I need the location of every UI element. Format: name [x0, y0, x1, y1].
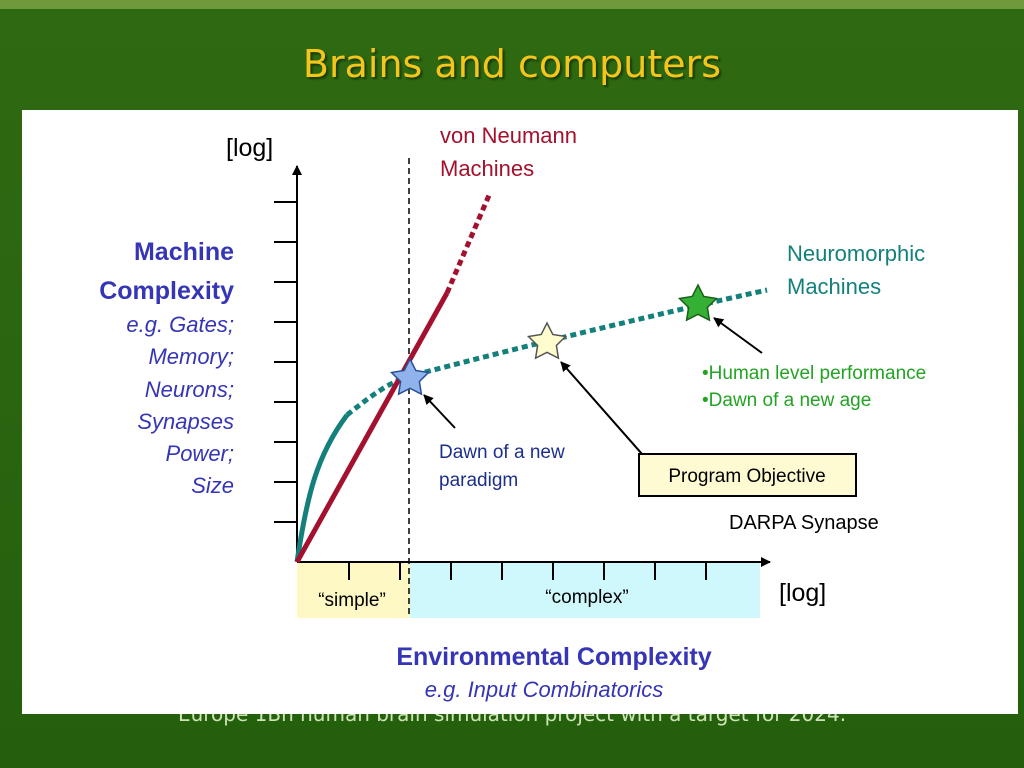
neuromorphic-curve-solid [294, 413, 350, 563]
x-axis-title: Environmental Complexity [396, 643, 711, 671]
y-axis-ticks [274, 201, 297, 523]
neuromorphic-label-line2: Machines [787, 274, 881, 299]
y-axis-title-line1: Machine [134, 238, 234, 266]
simple-region-label: “simple” [318, 590, 386, 611]
simple-region [297, 562, 410, 618]
new-age-label: •Dawn of a new age [702, 390, 871, 411]
new-paradigm-label-line1: Dawn of a new [439, 442, 565, 463]
program-objective-label: Program Objective [668, 466, 825, 487]
arrow-program-objective [560, 361, 643, 455]
y-axis-example: Power; [166, 441, 234, 466]
y-axis-example: Synapses [137, 409, 234, 434]
diagram-panel: [log] [log] Machine Complexity e.g. Gate… [22, 110, 1018, 714]
complexity-diagram: [log] [log] Machine Complexity e.g. Gate… [99, 123, 926, 702]
arrow-new-paradigm [423, 394, 456, 429]
y-axis-example: e.g. Gates; [126, 312, 234, 337]
arrow-human-level [713, 317, 763, 354]
program-objective-box [638, 453, 857, 497]
neuromorphic-curve-dotted [345, 287, 768, 417]
new-paradigm-label-line2: paradigm [439, 470, 518, 491]
y-axis-example: Size [191, 473, 234, 498]
von-neumann-line-dotted [444, 192, 493, 294]
x-axis-ticks [348, 562, 707, 580]
y-axis-title-line2: Complexity [99, 277, 234, 305]
x-axis-scale-label: [log] [779, 579, 826, 607]
y-axis-scale-label: [log] [226, 134, 273, 162]
slide-title: Brains and computers [302, 42, 722, 86]
von-neumann-label-line2: Machines [440, 156, 534, 181]
star-new-paradigm [389, 357, 431, 396]
neuromorphic-label-line1: Neuromorphic [787, 241, 925, 266]
von-neumann-line-solid [294, 291, 450, 564]
x-axis-subtitle: e.g. Input Combinatorics [425, 677, 663, 702]
y-axis-example: Neurons; [145, 377, 234, 402]
complex-region-label: “complex” [545, 587, 628, 608]
star-program-objective [526, 321, 568, 360]
von-neumann-label-line1: von Neumann [440, 123, 577, 148]
source-label: DARPA Synapse [729, 512, 879, 534]
star-human-level [677, 283, 719, 322]
complex-region [410, 562, 760, 618]
human-level-label: •Human level performance [702, 363, 926, 384]
top-band [0, 0, 1024, 9]
y-axis-example: Memory; [148, 344, 234, 369]
